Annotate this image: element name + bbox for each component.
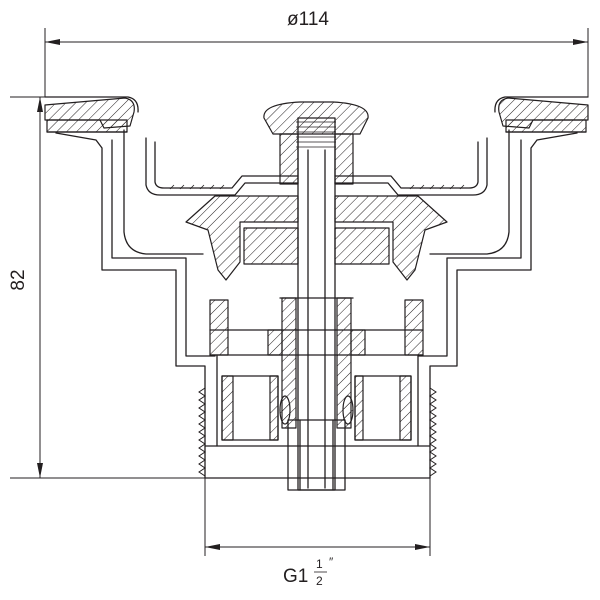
knob-thread xyxy=(296,121,336,148)
basket-mesh-left xyxy=(169,184,225,190)
o-rings xyxy=(279,395,354,425)
o-ring-left xyxy=(279,395,291,425)
gasket-right xyxy=(505,119,587,133)
gasket-left xyxy=(46,119,128,133)
stem-outer xyxy=(297,117,336,491)
flange-lip-right xyxy=(494,96,589,113)
thread-arrow-left xyxy=(205,544,220,550)
lower-body-left xyxy=(204,355,218,447)
diameter-value: 114 xyxy=(299,9,330,30)
stopper-assembly xyxy=(185,101,448,281)
chamber-wall-right xyxy=(354,375,364,441)
diameter-arrow-left xyxy=(45,39,60,45)
stopper-hub-left xyxy=(243,227,299,265)
lower-body-right xyxy=(417,355,431,447)
inner-ring-left-upper xyxy=(209,299,229,356)
diameter-dimension: ø114 xyxy=(44,9,589,97)
o-ring-right xyxy=(342,395,354,425)
diameter-symbol: ø xyxy=(287,9,299,30)
thread-teeth-right xyxy=(429,387,437,477)
body-inner-profile xyxy=(111,139,522,357)
height-arrow-top xyxy=(37,97,43,112)
thread-teeth-left xyxy=(198,387,206,477)
basket-outer xyxy=(145,137,299,196)
external-thread xyxy=(198,387,437,477)
thread-fraction-denominator: 2 xyxy=(316,574,323,588)
thread-fraction-numerator: 1 xyxy=(316,557,323,571)
stopper-disc-left xyxy=(185,195,299,281)
flange-lip-left xyxy=(44,96,139,113)
height-dimension: 82 xyxy=(8,96,208,479)
guide-sleeve xyxy=(279,297,354,429)
inner-block-left xyxy=(267,329,283,356)
height-arrow-bottom xyxy=(37,463,43,478)
basket-inner-right xyxy=(334,141,479,189)
drain-body xyxy=(55,129,578,479)
thread-prefix: G1 xyxy=(283,566,308,587)
height-label: 82 xyxy=(8,269,29,290)
inner-block-right xyxy=(350,329,366,356)
basket-outer-right xyxy=(334,137,488,196)
chamber-wall-left xyxy=(269,375,279,441)
stopper-disc-right xyxy=(334,195,448,281)
diameter-arrow-right xyxy=(573,39,588,45)
thread-arrow-right xyxy=(415,544,430,550)
sink-flange xyxy=(44,96,589,133)
knob-stem-right xyxy=(334,133,354,185)
knob-stem-left xyxy=(279,133,299,185)
body-wall-inner-left xyxy=(123,129,204,255)
thread-unit-mark: ″ xyxy=(329,555,334,569)
chamber-outer-left xyxy=(399,375,412,441)
central-stem xyxy=(287,117,346,491)
strainer-basket xyxy=(145,137,488,196)
body-outer-profile xyxy=(55,132,578,479)
chamber-outer-right xyxy=(221,375,234,441)
body-wall-inner-right xyxy=(429,129,510,255)
inner-ring-right-upper xyxy=(404,299,424,356)
basket-inner xyxy=(154,141,299,189)
diameter-label: ø114 xyxy=(287,9,329,30)
inner-housing xyxy=(209,299,424,441)
stem-tip xyxy=(287,419,346,491)
thread-dimension: G1 1 2 ″ xyxy=(204,478,431,588)
stopper-hub-right xyxy=(334,227,390,265)
basket-mesh-right xyxy=(409,184,465,190)
